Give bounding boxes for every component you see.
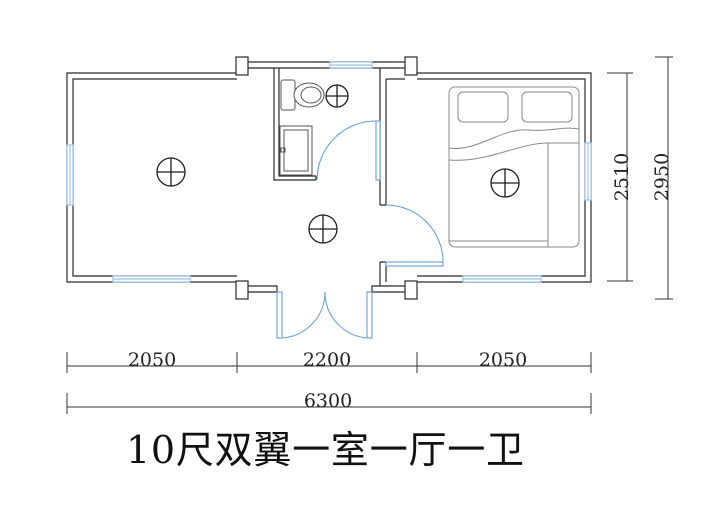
right-room-front-window xyxy=(462,275,542,283)
dimension-segment-widths: 2050 2200 2050 xyxy=(66,349,592,373)
left-room-side-window xyxy=(66,144,74,206)
pillow-right xyxy=(521,91,573,123)
pillow-left xyxy=(457,91,509,123)
ceiling-light-icon xyxy=(156,157,186,187)
dimension-right-width-label: 2050 xyxy=(479,349,527,371)
corner-post-top-right xyxy=(404,56,418,76)
middle-section xyxy=(248,61,405,339)
left-room xyxy=(66,72,237,283)
entry-double-door xyxy=(276,291,373,339)
bathroom-door xyxy=(316,120,381,181)
bedroom-door-leaf xyxy=(385,261,444,267)
middle-bottom-wall-left xyxy=(248,285,278,293)
corner-post-top-left xyxy=(235,56,249,76)
dimension-outer-depth-label: 2950 xyxy=(651,153,673,201)
dimension-inner-depth: 2510 xyxy=(607,72,633,282)
bathroom xyxy=(273,68,387,286)
bathroom-window xyxy=(329,61,373,69)
ceiling-light-icon xyxy=(325,84,349,108)
bedroom-door-swing xyxy=(385,204,444,263)
bed-icon xyxy=(448,86,580,248)
middle-bottom-wall-right xyxy=(371,285,405,293)
entry-door-right-leaf xyxy=(366,291,373,339)
partition-wall xyxy=(379,68,387,206)
entry-door-right-swing xyxy=(324,291,368,339)
left-room-outer-wall xyxy=(66,72,237,283)
partition-wall-lower xyxy=(379,261,387,286)
corner-post-bottom-left xyxy=(235,280,249,300)
left-room-front-window xyxy=(112,275,191,283)
bathroom-door-swing xyxy=(316,120,377,181)
dimension-middle-width-label: 2200 xyxy=(303,349,351,371)
corner-post-bottom-right xyxy=(404,280,418,300)
bathroom-left-wall xyxy=(273,68,317,181)
entry-door-left-leaf xyxy=(276,291,283,339)
toilet-icon xyxy=(280,79,325,111)
bedroom-door xyxy=(385,204,444,267)
dimension-left-width-label: 2050 xyxy=(128,349,176,371)
entry-door-left-swing xyxy=(281,291,326,339)
dimension-outer-depth: 2950 xyxy=(651,56,673,300)
dimension-total-width: 6300 xyxy=(66,390,592,414)
shower-tray-icon xyxy=(279,125,313,176)
left-room-inner-wall xyxy=(72,78,237,277)
right-room xyxy=(385,72,592,283)
dimension-total-width-label: 6300 xyxy=(304,390,352,412)
dimension-inner-depth-label: 2510 xyxy=(611,153,633,201)
plan-title: 10尺双翼一室一厅一卫 xyxy=(126,428,524,472)
right-room-side-window xyxy=(584,142,592,201)
ceiling-light-icon xyxy=(308,214,338,244)
ceiling-light-icon xyxy=(490,168,520,198)
bathroom-door-leaf xyxy=(375,120,381,181)
